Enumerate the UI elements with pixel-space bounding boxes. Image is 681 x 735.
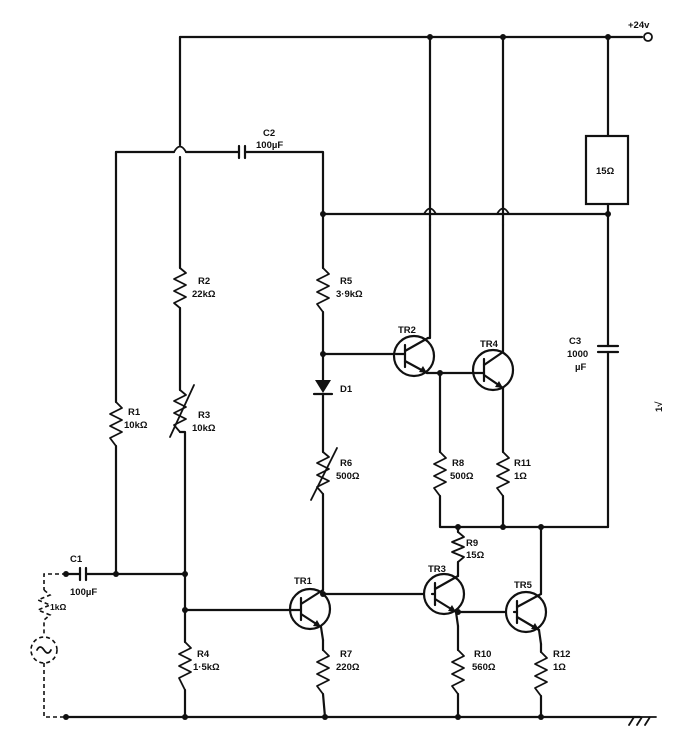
c1-value: 100µF — [70, 587, 97, 598]
r11-ref: R11 — [514, 458, 532, 469]
r9-value: 15Ω — [466, 550, 485, 561]
r1-resistor — [109, 401, 123, 447]
tr2-transistor — [392, 334, 436, 378]
margin-mark: 1√ — [654, 401, 665, 412]
tr3-transistor — [422, 572, 466, 616]
load-resistor — [584, 134, 630, 206]
sine-wave-icon — [36, 646, 52, 654]
r8-resistor — [433, 451, 447, 497]
tr5-ref: TR5 — [514, 580, 533, 591]
r3-ref: R3 — [198, 410, 210, 421]
r10-resistor — [451, 649, 465, 695]
ground-rail — [63, 714, 642, 720]
r7-ref: R7 — [340, 649, 352, 660]
r9-resistor — [451, 531, 465, 563]
tr2-ref: TR2 — [398, 325, 416, 336]
r6-ref: R6 — [340, 458, 352, 469]
r12-value: 1Ω — [553, 662, 566, 673]
r3-variable-resistor — [169, 384, 195, 438]
r5-value: 3·9kΩ — [336, 289, 363, 300]
r2-resistor — [173, 267, 187, 309]
c3-ref: C3 — [569, 336, 581, 347]
r2-value: 22kΩ — [192, 289, 216, 300]
r12-ref: R12 — [553, 649, 570, 660]
load-label: 15Ω — [596, 166, 615, 177]
r7-value: 220Ω — [336, 662, 360, 673]
r5-ref: R5 — [340, 276, 353, 287]
r10-ref: R10 — [474, 649, 491, 660]
r1-value: 10kΩ — [124, 420, 148, 431]
r4-value: 1·5kΩ — [193, 662, 220, 673]
tr4-transistor — [471, 348, 515, 392]
tr1-ref: TR1 — [294, 576, 313, 587]
c1-ref: C1 — [70, 554, 83, 565]
ground-icon — [628, 716, 657, 726]
supply-rail — [178, 32, 653, 42]
supply-label: +24v — [628, 20, 650, 31]
r12-resistor — [534, 651, 548, 697]
r11-value: 1Ω — [514, 471, 527, 482]
c2-value: 100µF — [256, 140, 283, 151]
c3-value: 1000 — [567, 349, 588, 360]
r4-resistor — [178, 641, 192, 691]
r8-ref: R8 — [452, 458, 464, 469]
source-r-value: 1kΩ — [50, 602, 66, 612]
tr4-ref: TR4 — [480, 339, 499, 350]
r8-value: 500Ω — [450, 471, 474, 482]
r5-resistor — [316, 267, 330, 313]
r6-value: 500Ω — [336, 471, 360, 482]
tr3-ref: TR3 — [428, 564, 446, 575]
d1-diode — [312, 380, 334, 396]
supply-terminal — [643, 32, 653, 42]
r2-ref: R2 — [198, 276, 210, 287]
r3-value: 10kΩ — [192, 423, 216, 434]
r10-value: 560Ω — [472, 662, 496, 673]
c3-value-unit: µF — [575, 362, 586, 373]
c2-ref: C2 — [263, 128, 275, 139]
signal-source — [30, 573, 66, 718]
r6-variable-resistor — [310, 447, 338, 501]
tr5-transistor — [504, 590, 548, 634]
d1-ref: D1 — [340, 384, 353, 395]
r4-ref: R4 — [197, 649, 210, 660]
r11-resistor — [496, 451, 510, 497]
r9-ref: R9 — [466, 538, 478, 549]
r1-ref: R1 — [128, 407, 141, 418]
r7-resistor — [316, 649, 330, 695]
